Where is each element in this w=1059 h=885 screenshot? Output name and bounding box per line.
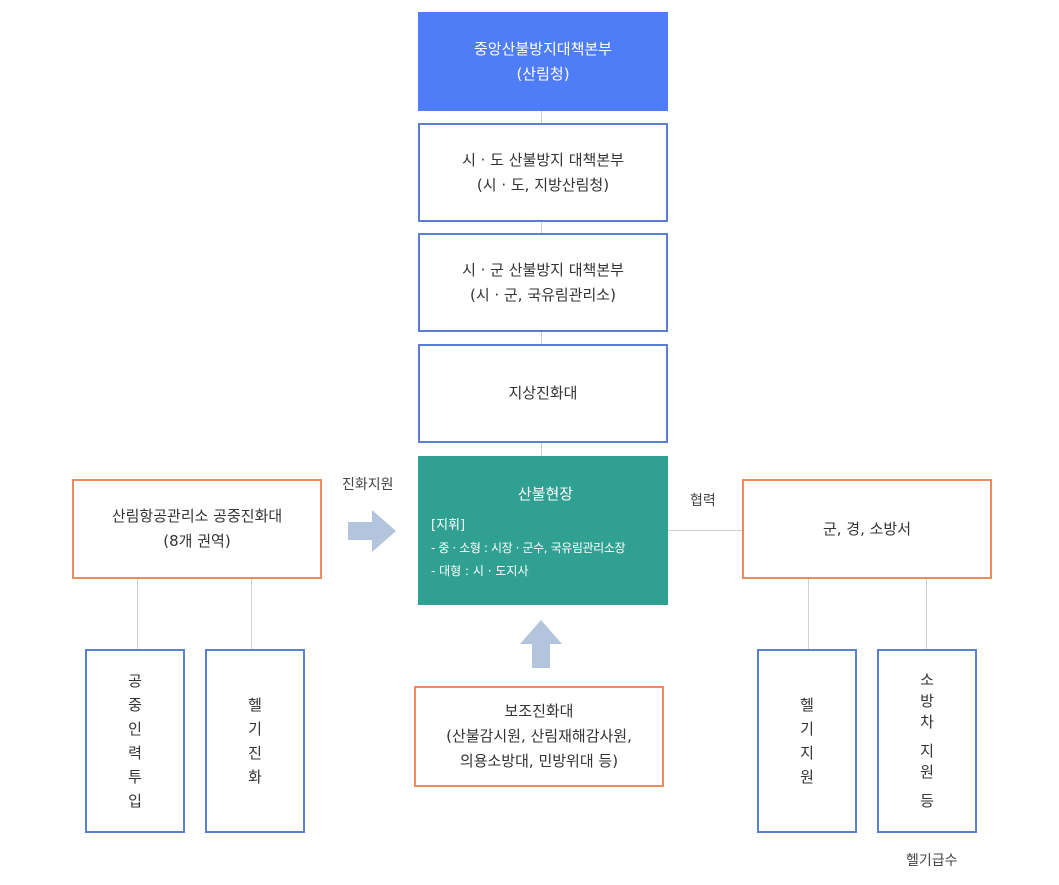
- fire-site-title: 산불현장: [517, 485, 574, 503]
- aerial-personnel-char: 중: [128, 696, 142, 714]
- aerial-personnel-char: 공: [128, 672, 142, 690]
- fire-truck-support-char: 방: [920, 692, 934, 710]
- sido-headquarters-title: 시 · 도 산불방지 대책본부: [462, 150, 624, 169]
- aerial-personnel-char: 력: [128, 744, 142, 762]
- left-sub-connector-1: [137, 578, 138, 650]
- command-medium-small: - 중 · 소형 : 시장 · 군수, 국유림관리소장: [431, 541, 626, 555]
- helicopter-support-char: 지: [800, 744, 814, 762]
- auxiliary-firefighting-members-1: (산불감시원, 산림재해감사원,: [446, 727, 632, 745]
- helicopter-support-char: 기: [800, 720, 814, 738]
- aerial-firefighting-title: 산림항공관리소 공중진화대: [111, 507, 283, 525]
- helicopter-firefighting-char: 기: [248, 720, 262, 738]
- fire-truck-support-box: 소 방 차 지 원 등: [877, 649, 977, 833]
- right-arrow-icon: [348, 510, 396, 552]
- aerial-firefighting-subtitle: (8개 권역): [163, 532, 231, 550]
- helicopter-firefighting-char: 화: [248, 768, 262, 786]
- cooperating-agencies-label: 군, 경, 소방서: [822, 519, 912, 538]
- aerial-firefighting-box: 산림항공관리소 공중진화대 (8개 권역): [72, 479, 322, 579]
- auxiliary-firefighting-box: 보조진화대 (산불감시원, 산림재해감사원, 의용소방대, 민방위대 등): [414, 686, 664, 787]
- fire-truck-support-char: 차: [920, 713, 934, 731]
- up-arrow-icon: [520, 620, 562, 668]
- sigun-headquarters-box: 시 · 군 산불방지 대책본부 (시 · 군, 국유림관리소): [418, 233, 668, 332]
- fire-truck-support-char: 지: [920, 742, 934, 760]
- aerial-personnel-char: 투: [128, 768, 142, 786]
- fire-site-box: 산불현장 [지휘] - 중 · 소형 : 시장 · 군수, 국유림관리소장 - …: [418, 456, 668, 605]
- helicopter-firefighting-char: 진: [248, 744, 262, 762]
- central-headquarters-title: 중앙산불방지대책본부: [473, 39, 612, 58]
- fire-truck-support-char: 등: [920, 792, 934, 810]
- ground-firefighting-label: 지상진화대: [508, 384, 578, 402]
- helicopter-support-char: 헬: [800, 696, 814, 714]
- aerial-personnel-char: 인: [128, 720, 142, 738]
- central-headquarters-subtitle: (산림청): [516, 64, 570, 83]
- sigun-headquarters-subtitle: (시 · 군, 국유림관리소): [470, 285, 616, 304]
- auxiliary-firefighting-title: 보조진화대: [504, 702, 574, 720]
- sido-headquarters-box: 시 · 도 산불방지 대책본부 (시 · 도, 지방산림청): [418, 123, 668, 222]
- cooperating-agencies-box: 군, 경, 소방서: [742, 479, 992, 579]
- aerial-personnel-box: 공 중 인 력 투 입: [85, 649, 185, 833]
- sigun-headquarters-title: 시 · 군 산불방지 대책본부: [462, 260, 624, 279]
- fire-truck-support-char: 원: [920, 763, 934, 781]
- right-sub-connector-2: [926, 578, 927, 650]
- left-sub-connector-2: [251, 578, 252, 650]
- command-header: [지휘]: [431, 518, 466, 533]
- cooperation-label: 협력: [690, 493, 716, 509]
- helicopter-support-char: 원: [800, 768, 814, 786]
- helicopter-water-supply-note: 헬기급수: [906, 853, 958, 869]
- command-large: - 대형 : 시 · 도지사: [431, 564, 529, 578]
- helicopter-firefighting-char: 헬: [248, 696, 262, 714]
- auxiliary-firefighting-members-2: 의용소방대, 민방위대 등): [459, 752, 619, 770]
- aerial-personnel-char: 입: [128, 792, 142, 810]
- helicopter-firefighting-box: 헬 기 진 화: [205, 649, 305, 833]
- ground-firefighting-box: 지상진화대: [418, 344, 668, 443]
- central-headquarters-box: 중앙산불방지대책본부 (산림청): [418, 12, 668, 111]
- sido-headquarters-subtitle: (시 · 도, 지방산림청): [476, 175, 610, 194]
- fire-support-label: 진화지원: [342, 477, 394, 493]
- cooperation-connector-line: [667, 530, 742, 531]
- right-sub-connector-1: [808, 578, 809, 650]
- helicopter-support-box: 헬 기 지 원: [757, 649, 857, 833]
- fire-truck-support-char: 소: [920, 671, 934, 689]
